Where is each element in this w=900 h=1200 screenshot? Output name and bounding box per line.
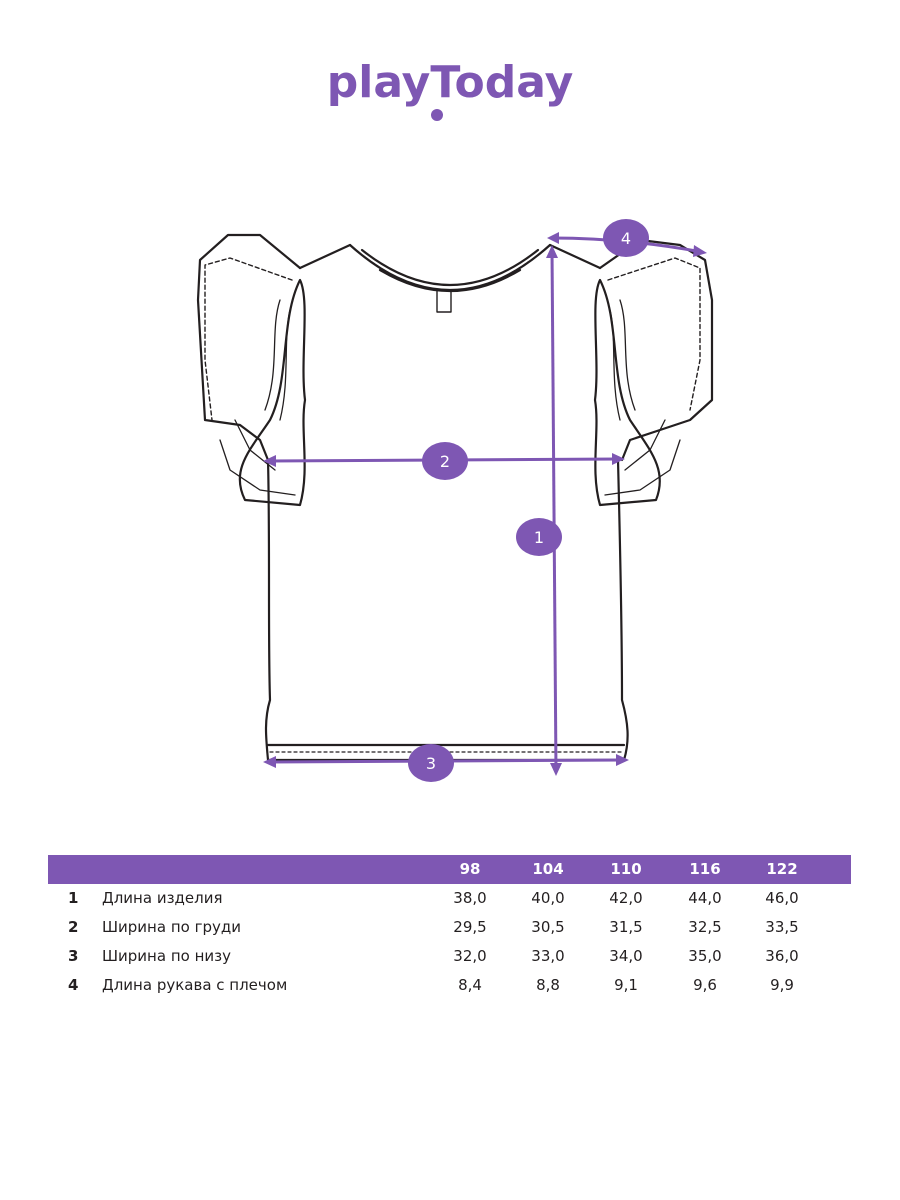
table-cell: 38,0 [453,889,487,907]
svg-text:3: 3 [426,754,436,773]
table-row: 1 Длина изделия 38,0 40,0 42,0 44,0 46,0 [48,884,851,913]
table-cell: 44,0 [688,889,722,907]
measure-badge-4: 4 [603,219,649,257]
table-cell: 33,0 [531,947,565,965]
table-cell: 29,5 [453,918,487,936]
tshirt-outline [196,233,714,762]
table-row: 3 Ширина по низу 32,0 33,0 34,0 35,0 36,… [48,942,851,971]
row-label: Длина рукава с плечом [102,976,288,994]
size-header: 98 [459,860,481,878]
row-label: Ширина по груди [102,918,241,936]
measure-badge-1: 1 [516,518,562,556]
row-label: Длина изделия [102,889,223,907]
measurement-lines [263,232,707,776]
size-header: 104 [532,860,564,878]
row-number: 1 [68,889,79,907]
garment-diagram: 1 2 3 4 [196,219,714,782]
table-cell: 30,5 [531,918,565,936]
table-cell: 8,4 [458,976,482,994]
measure-line-1 [550,249,558,773]
table-cell: 32,0 [453,947,487,965]
row-number: 2 [68,918,79,936]
svg-text:4: 4 [621,229,631,248]
size-table: 98 104 110 116 122 1 Длина изделия 38,0 … [48,855,851,1000]
table-cell: 9,6 [693,976,717,994]
table-cell: 35,0 [688,947,722,965]
logo-text: playToday [327,57,574,108]
measure-badge-2: 2 [422,442,468,480]
size-header: 110 [610,860,642,878]
size-table-header: 98 104 110 116 122 [48,855,851,884]
table-cell: 8,8 [536,976,560,994]
table-cell: 33,5 [765,918,799,936]
logo-dot [431,109,443,121]
table-row: 2 Ширина по груди 29,5 30,5 31,5 32,5 33… [48,913,851,942]
size-header: 116 [689,860,721,878]
table-cell: 32,5 [688,918,722,936]
table-cell: 36,0 [765,947,799,965]
measure-badge-3: 3 [408,744,454,782]
svg-text:2: 2 [440,452,450,471]
table-cell: 9,9 [770,976,794,994]
table-cell: 34,0 [609,947,643,965]
table-cell: 31,5 [609,918,643,936]
table-cell: 9,1 [614,976,638,994]
row-label: Ширина по низу [102,947,231,965]
table-cell: 46,0 [765,889,799,907]
table-cell: 42,0 [609,889,643,907]
brand-logo: playToday [327,57,574,121]
table-cell: 40,0 [531,889,565,907]
svg-text:1: 1 [534,528,544,547]
row-number: 4 [68,976,79,994]
size-header: 122 [766,860,798,878]
row-number: 3 [68,947,79,965]
table-row: 4 Длина рукава с плечом 8,4 8,8 9,1 9,6 … [48,971,851,1000]
